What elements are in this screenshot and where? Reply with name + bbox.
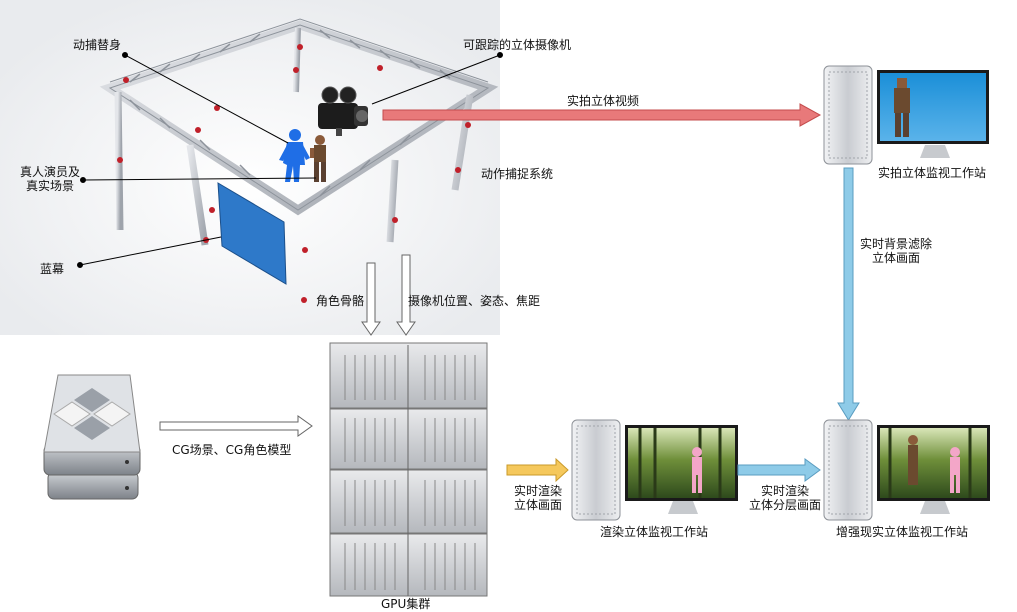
actor-figure-icon — [310, 135, 326, 182]
layered-arrow — [737, 458, 821, 482]
label-ar-station: 增强现实立体监视工作站 — [836, 525, 969, 539]
label-gpu-cluster: GPU集群 — [381, 597, 431, 611]
label-actor-scene-2: 真实场景 — [26, 179, 75, 193]
label-bg-removal-1: 实时背景滤除 — [859, 237, 932, 251]
label-stunt-double: 动捕替身 — [73, 38, 122, 52]
bg-removal-arrow — [837, 167, 860, 421]
data-down-arrows — [361, 254, 416, 336]
render-arrow — [506, 457, 569, 483]
live-video-arrow — [382, 103, 822, 127]
label-render-station: 渲染立体监视工作站 — [600, 525, 709, 539]
label-camera-params: 摄像机位置、姿态、焦距 — [408, 294, 541, 308]
label-live-video: 实拍立体视频 — [567, 94, 640, 108]
callout-lines — [77, 52, 503, 268]
ar-workstation — [823, 419, 990, 521]
stage-floor — [0, 0, 500, 335]
label-mocap-system: 动作捕捉系统 — [481, 167, 554, 181]
storage-drive-icon — [43, 374, 141, 500]
label-render-1: 实时渲染 — [513, 484, 562, 498]
cg-assets-arrow — [159, 415, 313, 437]
label-actor-scene-1: 真人演员及 — [20, 165, 81, 179]
tower-computer-icon — [823, 419, 873, 521]
render-workstation — [571, 419, 738, 521]
monitor-icon — [877, 425, 990, 514]
label-live-station: 实拍立体监视工作站 — [878, 166, 987, 180]
mocap-stage — [0, 0, 500, 335]
monitor-icon — [877, 70, 989, 158]
label-blue-screen: 蓝幕 — [40, 262, 65, 276]
label-cg-assets: CG场景、CG角色模型 — [172, 443, 292, 457]
label-layered-2: 立体分层画面 — [748, 498, 821, 512]
label-bg-removal-2: 立体画面 — [871, 251, 920, 265]
label-layered-1: 实时渲染 — [760, 484, 809, 498]
tower-computer-icon — [571, 419, 621, 521]
label-tracked-camera: 可跟踪的立体摄像机 — [463, 38, 572, 52]
tower-computer-icon — [823, 65, 873, 165]
server-rack-icon — [329, 342, 488, 597]
blue-screen — [217, 182, 287, 285]
label-skeleton: 角色骨骼 — [316, 294, 365, 308]
live-workstation — [823, 65, 989, 165]
monitor-icon — [625, 425, 738, 514]
video-camera-icon — [318, 86, 368, 136]
mocap-figure-icon — [279, 129, 310, 182]
label-render-2: 立体画面 — [513, 498, 562, 512]
